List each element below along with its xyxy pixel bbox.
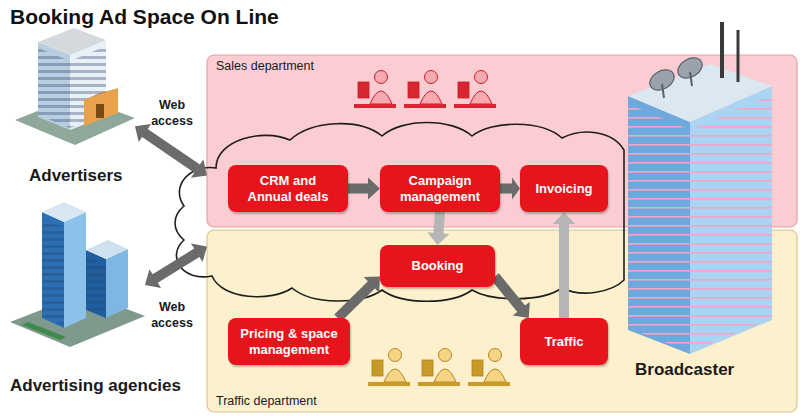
edge-label: Web access	[146, 98, 198, 129]
flow-arrow	[135, 124, 207, 178]
staff-body	[370, 91, 392, 104]
tower-right-face	[106, 249, 128, 318]
dish-mount	[662, 84, 664, 98]
process-label: Invoicing	[535, 181, 592, 197]
flow-arrow	[334, 277, 380, 322]
tower-windows	[86, 256, 106, 316]
staff-head	[475, 71, 488, 84]
tower-roof	[38, 28, 106, 55]
tower-lines	[690, 94, 772, 352]
staff-icons	[354, 71, 510, 387]
tower-windows	[38, 48, 70, 128]
department-label: Traffic department	[216, 394, 317, 408]
antenna	[720, 22, 724, 78]
flow-arrow	[491, 273, 530, 318]
party-label: Advertising agencies	[10, 376, 181, 396]
process-box: Pricing & space management	[228, 318, 350, 365]
department-label: Sales department	[216, 59, 314, 73]
band-layer	[207, 55, 797, 412]
tower-roof	[86, 240, 128, 259]
process-box: Campaign management	[380, 165, 500, 212]
tower-left-face	[628, 96, 690, 354]
staff-monitor	[472, 360, 483, 376]
staff-body	[384, 369, 406, 382]
broadcaster-building	[628, 22, 772, 354]
dish-mount	[690, 72, 692, 86]
tower-lines	[628, 104, 690, 352]
staff-icon	[354, 71, 396, 109]
party-label: Broadcaster	[635, 360, 734, 380]
staff-head	[375, 71, 388, 84]
flow-arrow	[500, 178, 520, 200]
staff-desk	[354, 104, 396, 108]
process-label: Traffic	[544, 334, 583, 350]
edge-label: Web access	[146, 300, 198, 331]
flow-arrow	[145, 243, 207, 288]
process-label: Booking	[412, 258, 464, 274]
process-box: CRM and Annual deals	[228, 165, 348, 212]
tower-roof	[628, 64, 772, 122]
staff-body	[420, 91, 442, 104]
staff-icon	[454, 71, 496, 109]
staff-desk	[454, 104, 496, 108]
process-box: Invoicing	[520, 165, 608, 212]
tower-left-face	[38, 42, 70, 130]
flow-arrow	[427, 212, 449, 245]
tower-right-face	[690, 86, 772, 354]
staff-head	[389, 349, 402, 362]
staff-head	[439, 349, 452, 362]
staff-icon	[418, 349, 460, 387]
process-label: Pricing & space management	[235, 326, 343, 357]
tower-roof	[42, 202, 86, 222]
building-node: Advertising agencies	[10, 195, 145, 350]
staff-body	[470, 91, 492, 104]
staff-head	[489, 349, 502, 362]
process-box: Booking	[380, 245, 495, 287]
staff-desk	[368, 382, 410, 386]
flow-arrow	[553, 212, 575, 318]
department-band: Sales departmentCRM and Annual deals Camp…	[207, 55, 797, 227]
agencies-building	[10, 202, 145, 347]
process-label: Campaign management	[390, 173, 490, 204]
staff-desk	[418, 382, 460, 386]
staff-body	[434, 369, 456, 382]
process-label: CRM and Annual deals	[242, 173, 334, 204]
process-box: Traffic	[520, 318, 608, 365]
department-band: Traffic department BookingPricing & space…	[207, 230, 797, 412]
diagram-title: Booking Ad Space On Line	[10, 5, 279, 29]
antenna	[737, 30, 740, 82]
staff-monitor	[408, 82, 419, 98]
staff-desk	[468, 382, 510, 386]
staff-icon	[468, 349, 510, 387]
staff-monitor	[458, 82, 469, 98]
tower-left-face	[86, 250, 106, 318]
staff-head	[425, 71, 438, 84]
tower-windows	[42, 218, 64, 326]
building-node: Advertisers	[15, 20, 135, 145]
party-label: Advertisers	[29, 166, 123, 186]
tower-left-face	[42, 212, 64, 328]
staff-monitor	[422, 360, 433, 376]
flow-arrow	[348, 178, 380, 200]
staff-monitor	[358, 82, 369, 98]
annex-door	[96, 104, 104, 118]
staff-monitor	[372, 360, 383, 376]
cloud-outline	[175, 123, 624, 302]
tower-right-face	[64, 212, 86, 328]
annex-roof	[84, 86, 126, 100]
staff-icon	[404, 71, 446, 109]
building-node: Broadcaster	[615, 40, 785, 355]
advertisers-building	[15, 28, 135, 145]
staff-icon	[368, 349, 410, 387]
staff-body	[484, 369, 506, 382]
staff-desk	[404, 104, 446, 108]
